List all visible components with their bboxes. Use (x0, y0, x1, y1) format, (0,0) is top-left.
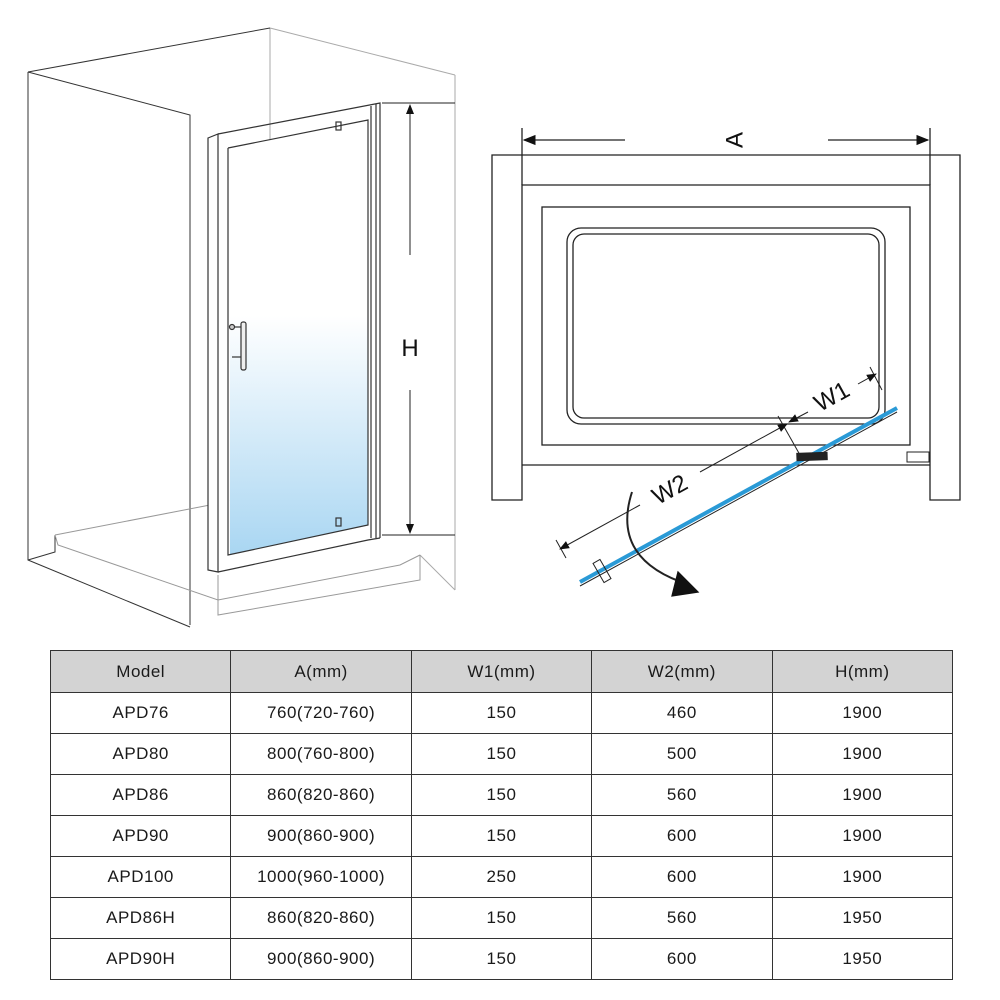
cell-model: APD76 (49, 692, 232, 734)
header-w2: W2(mm) (591, 650, 773, 693)
cell-w2: 600 (591, 856, 773, 898)
wall-bracket (906, 451, 930, 463)
cell-a: 900(860-900) (230, 938, 412, 980)
pivot-hinge (796, 451, 828, 462)
left-wall (27, 27, 271, 628)
cell-a: 760(720-760) (230, 692, 412, 734)
cell-w2: 560 (591, 774, 773, 816)
tray-basin-inner (572, 233, 880, 419)
door-glass (230, 120, 368, 555)
cell-h: 1900 (771, 692, 954, 734)
cell-model: APD100 (49, 856, 232, 898)
cell-w1: 150 (410, 938, 593, 980)
perspective-view: H (27, 27, 456, 628)
height-label: H (401, 335, 418, 362)
tray-outer (541, 206, 911, 446)
cell-h: 1900 (771, 856, 954, 898)
cell-w2: 500 (591, 733, 773, 775)
width-label: A (722, 132, 749, 148)
cell-a: 860(820-860) (230, 897, 412, 939)
cell-h: 1950 (771, 938, 954, 980)
cell-w1: 150 (410, 774, 593, 816)
door-panel-edge (579, 411, 898, 587)
swing-arrow-icon (671, 570, 700, 597)
cell-h: 1900 (771, 774, 954, 816)
cell-model: APD90H (49, 938, 232, 980)
cell-h: 1900 (771, 815, 954, 857)
cell-h: 1950 (771, 897, 954, 939)
w2-label: W2 (648, 469, 693, 510)
cell-a: 860(820-860) (230, 774, 412, 816)
cell-w1: 150 (410, 897, 593, 939)
cell-w2: 560 (591, 897, 773, 939)
plan-view: A W2 W1 (491, 128, 961, 597)
cell-h: 1900 (771, 733, 954, 775)
cell-a: 1000(960-1000) (230, 856, 412, 898)
cell-w1: 150 (410, 815, 593, 857)
cell-w2: 600 (591, 815, 773, 857)
width-dimension (521, 128, 931, 185)
door-frame (207, 102, 381, 573)
cell-w1: 150 (410, 692, 593, 734)
tray-basin (566, 227, 886, 425)
door-knob (592, 558, 612, 584)
height-dimension (382, 102, 455, 536)
door-handle (228, 321, 247, 371)
header-a: A(mm) (230, 650, 412, 693)
cell-model: APD86H (49, 897, 232, 939)
table-header-row: Model A(mm) W1(mm) W2(mm) H(mm) (49, 650, 954, 693)
swing-arc (626, 491, 691, 586)
cell-a: 900(860-900) (230, 815, 412, 857)
cell-model: APD86 (49, 774, 232, 816)
cell-model: APD90 (49, 815, 232, 857)
header-h: H(mm) (771, 650, 954, 693)
shower-door-diagram: H A W2 W1 (27, 27, 961, 628)
walls-outline (491, 154, 961, 501)
header-w1: W1(mm) (410, 650, 593, 693)
cell-w2: 460 (591, 692, 773, 734)
cell-a: 800(760-800) (230, 733, 412, 775)
header-model: Model (49, 650, 232, 693)
cell-model: APD80 (49, 733, 232, 775)
cell-w2: 600 (591, 938, 773, 980)
cell-w1: 150 (410, 733, 593, 775)
door-panel-line (579, 406, 898, 584)
w1-label: W1 (810, 376, 855, 417)
cell-w1: 250 (410, 856, 593, 898)
